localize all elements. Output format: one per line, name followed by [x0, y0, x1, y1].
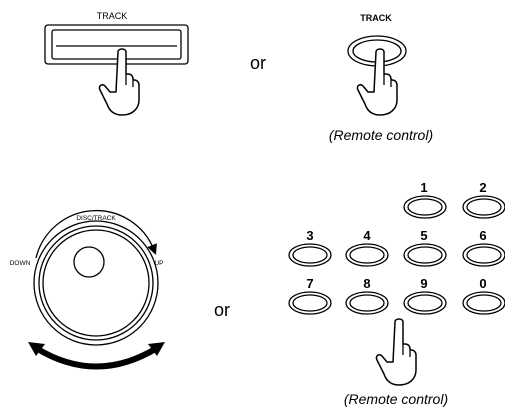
dial-direction-arc [35, 209, 157, 259]
dial-knob-dimple [73, 246, 105, 278]
key-2-outer [462, 195, 505, 219]
disc-track-dial-illustration: DISC/TRACK DOWN UP [10, 209, 165, 370]
key-7-outer [288, 291, 332, 315]
key-0-outer [462, 291, 505, 315]
key-5-label: 5 [420, 228, 427, 243]
key-5-inner [407, 246, 443, 264]
rotate-arrow-right-head [148, 342, 165, 356]
remote-track-button-illustration: TRACK [347, 13, 407, 116]
front-track-button-outer [44, 24, 189, 65]
key-3-label: 3 [306, 228, 313, 243]
key-7-inner [292, 294, 328, 312]
pointing-hand-icon [375, 318, 417, 386]
key-8-inner [349, 294, 385, 312]
or-text-top: or [250, 53, 266, 73]
remote-track-label: TRACK [360, 13, 392, 23]
pointing-hand-icon [98, 48, 140, 116]
key-1-label: 1 [420, 180, 427, 195]
key-7-label: 7 [306, 276, 313, 291]
pointing-hand-icon [356, 48, 398, 116]
front-track-button-inner [51, 29, 182, 60]
key-9-outer [403, 291, 447, 315]
key-9-label: 9 [420, 276, 427, 291]
key-2-label: 2 [479, 180, 486, 195]
front-track-button-illustration: TRACK [44, 11, 189, 116]
key-6-inner [466, 246, 502, 264]
key-4-label: 4 [363, 228, 371, 243]
key-1-inner [407, 198, 443, 216]
key-9-inner [407, 294, 443, 312]
key-6-label: 6 [479, 228, 486, 243]
dial-ring-middle [38, 225, 154, 341]
key-3-outer [288, 243, 332, 267]
dial-ring-outer [33, 220, 159, 346]
dial-ring-inner [42, 229, 150, 337]
rotate-arrow-left-head [28, 342, 45, 356]
key-4-outer [345, 243, 389, 267]
key-0-label: 0 [479, 276, 486, 291]
numeric-keypad-illustration: 1 2 3 4 5 6 7 8 9 0 [288, 180, 505, 386]
key-5-outer [403, 243, 447, 267]
key-4-inner [349, 246, 385, 264]
key-8-outer [345, 291, 389, 315]
remote-caption-bottom: (Remote control) [344, 391, 448, 407]
key-1-outer [403, 195, 447, 219]
key-3-inner [292, 246, 328, 264]
key-0-inner [466, 294, 502, 312]
dial-up-label: UP [154, 260, 163, 267]
key-6-outer [462, 243, 505, 267]
remote-caption-top: (Remote control) [329, 127, 433, 143]
or-text-bottom: or [214, 300, 230, 320]
dial-down-label: DOWN [10, 260, 31, 267]
dial-label: DISC/TRACK [76, 215, 116, 222]
rotate-arrow-icon [34, 345, 159, 370]
key-2-inner [466, 198, 502, 216]
front-track-label: TRACK [97, 11, 128, 21]
key-8-label: 8 [363, 276, 370, 291]
